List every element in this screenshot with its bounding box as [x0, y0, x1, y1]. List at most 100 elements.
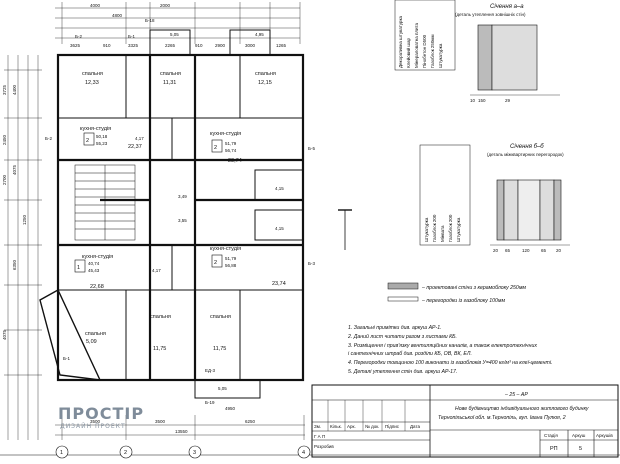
- bay-window: [39, 289, 102, 381]
- small-area: 5,05: [218, 386, 227, 391]
- section-dim: 10: [470, 98, 476, 103]
- room-area: 5,09: [86, 339, 97, 345]
- dim-top: 910: [195, 43, 203, 48]
- section-a-title: Січення а–а: [490, 4, 524, 10]
- project-location: Тернопільської обл. м.Тернопіль, вул. Ів…: [438, 415, 566, 421]
- apartment-area: 40,74: [88, 261, 100, 266]
- apartment-area: 45,43: [88, 268, 100, 273]
- general-notes: 1. Загальні примітки див. аркуш АР-1. 2.…: [347, 325, 552, 375]
- axis-bubbles: 1 2 3 4: [55, 445, 311, 459]
- room-name: спальня: [210, 314, 231, 320]
- room-area: 22,37: [128, 144, 142, 150]
- wall-tag: Б-2: [45, 136, 52, 141]
- section-dim: 29: [505, 98, 511, 103]
- balcony: [229, 29, 271, 56]
- dim-bottom: 13550: [175, 429, 188, 434]
- axis-label: 1: [60, 450, 63, 456]
- apartment-area: 50,18: [96, 134, 108, 139]
- room-name: спальня: [82, 71, 103, 77]
- wall-tag: ЕД-3: [205, 368, 216, 373]
- note-line: 3. Розміщення і прив'язку вентиляційних …: [348, 342, 537, 349]
- note-line: 2. Даний лист читати разом з листами КБ.: [347, 333, 457, 340]
- bottom-dimension-lines: [55, 415, 305, 440]
- dim-left: 4075: [12, 164, 17, 175]
- section-a-subtitle: (деталь утеплення зовнішніх стін): [455, 12, 526, 17]
- dim-top: 2265: [165, 43, 176, 48]
- room-area: 23,74: [228, 158, 242, 164]
- section-dim: 20: [493, 248, 499, 253]
- dim-top: 910: [103, 43, 111, 48]
- section-b-detail: Січення б–б (деталь міжквартирних перего…: [419, 144, 570, 253]
- stamp-col: Підпис: [385, 424, 400, 429]
- dim-left: 6350: [12, 259, 17, 270]
- room-area: 23,74: [272, 281, 286, 287]
- layer-label: Штукатурка: [424, 217, 429, 242]
- layer-label: Мінераловатна плита: [414, 22, 419, 68]
- legend: – проектовані стіни з керамоблоку 250мм …: [387, 282, 526, 304]
- section-dim: 65: [505, 248, 511, 253]
- dim-top: 1265: [276, 43, 287, 48]
- layer-label: Газоблок 200: [448, 214, 453, 242]
- small-area: 4,15: [275, 186, 284, 191]
- axis-label: 2: [124, 450, 127, 456]
- apartment-number: 1: [77, 265, 80, 271]
- apartment-area: 55,23: [96, 141, 108, 146]
- wall-tag: Б-1: [128, 34, 135, 39]
- small-area: 5,05: [170, 32, 179, 37]
- wall-tag: Б-1: [63, 356, 70, 361]
- layer-label: Газоблок 200: [432, 214, 437, 242]
- dim-bottom: 3500: [155, 419, 166, 424]
- layer-label: Декоративна штукатурка: [398, 15, 403, 68]
- apartment-area: 51,79: [225, 141, 237, 146]
- dim-top: 3325: [128, 43, 139, 48]
- room-area: 11,75: [213, 346, 226, 352]
- note-line: 1. Загальні примітки див. аркуш АР-1.: [348, 325, 442, 331]
- room-area: 11,75: [153, 346, 166, 352]
- apartment-number: 2: [214, 260, 217, 266]
- axis-label: 3: [193, 450, 196, 456]
- left-dimension-lines: [4, 55, 42, 440]
- staircase: [74, 164, 136, 241]
- dim-top: 2000: [160, 3, 171, 8]
- dim-left: 1250: [22, 214, 27, 225]
- legend-item: – проектовані стіни з керамоблоку 250мм: [421, 285, 526, 291]
- small-area: 4,17: [135, 136, 144, 141]
- title-block: [311, 384, 619, 458]
- watermark-brand: ПРОСТІР: [58, 404, 145, 423]
- room-area: 12,33: [85, 80, 99, 86]
- watermark-tagline: ДИЗАЙН ПРОЕКТ: [60, 423, 126, 430]
- room-area: 22,68: [90, 284, 104, 290]
- dim-bottom: 4950: [225, 406, 236, 411]
- stamp-col: Дата: [410, 424, 420, 429]
- stamp-role: Г А П: [314, 434, 325, 439]
- legend-item: – перегородки із газоблоку 100мм: [421, 298, 505, 304]
- wall-tags: Б-2 Б-1 Б-18 Б-19 Б-5 Б-3 Б-1 Б-2 ЕД-3: [45, 18, 315, 405]
- layer-label: Штукатурка: [456, 217, 461, 242]
- wall-tag: Б-3: [308, 261, 315, 266]
- wall-tag: Б-19: [205, 400, 215, 405]
- partitions: [58, 55, 304, 380]
- room-labels: спальня 12,33 спальня 11,31 спальня 12,1…: [80, 71, 286, 352]
- section-b-subtitle: (деталь міжквартирних перегородок): [487, 152, 564, 157]
- small-area: 3,55: [178, 218, 187, 223]
- small-area: 3,49: [178, 194, 187, 199]
- dim-left: 2700: [2, 174, 7, 185]
- dim-top: 4000: [90, 3, 101, 8]
- wall-tag: Б-2: [75, 34, 82, 39]
- stamp-col: Кільк.: [330, 424, 342, 429]
- dim-bottom: 3500: [90, 419, 101, 424]
- stage-header: Стадія: [544, 433, 558, 438]
- apartment-area: 51,79: [225, 256, 237, 261]
- section-dim: 65: [541, 248, 547, 253]
- note-line: 4. Перегородки товщиною 100 виконати із …: [348, 360, 552, 366]
- balcony: [194, 379, 261, 399]
- dim-left: 4400: [12, 84, 17, 95]
- room-name: кухня-студія: [80, 126, 111, 132]
- layer-label: Газоблок 250мм: [430, 34, 435, 68]
- sheets-header: Аркушів: [596, 433, 613, 438]
- project-title: Нове будівництво індивідуального житлово…: [455, 406, 589, 412]
- dim-top: 4800: [112, 13, 123, 18]
- sheet-header: Аркуш: [572, 433, 586, 438]
